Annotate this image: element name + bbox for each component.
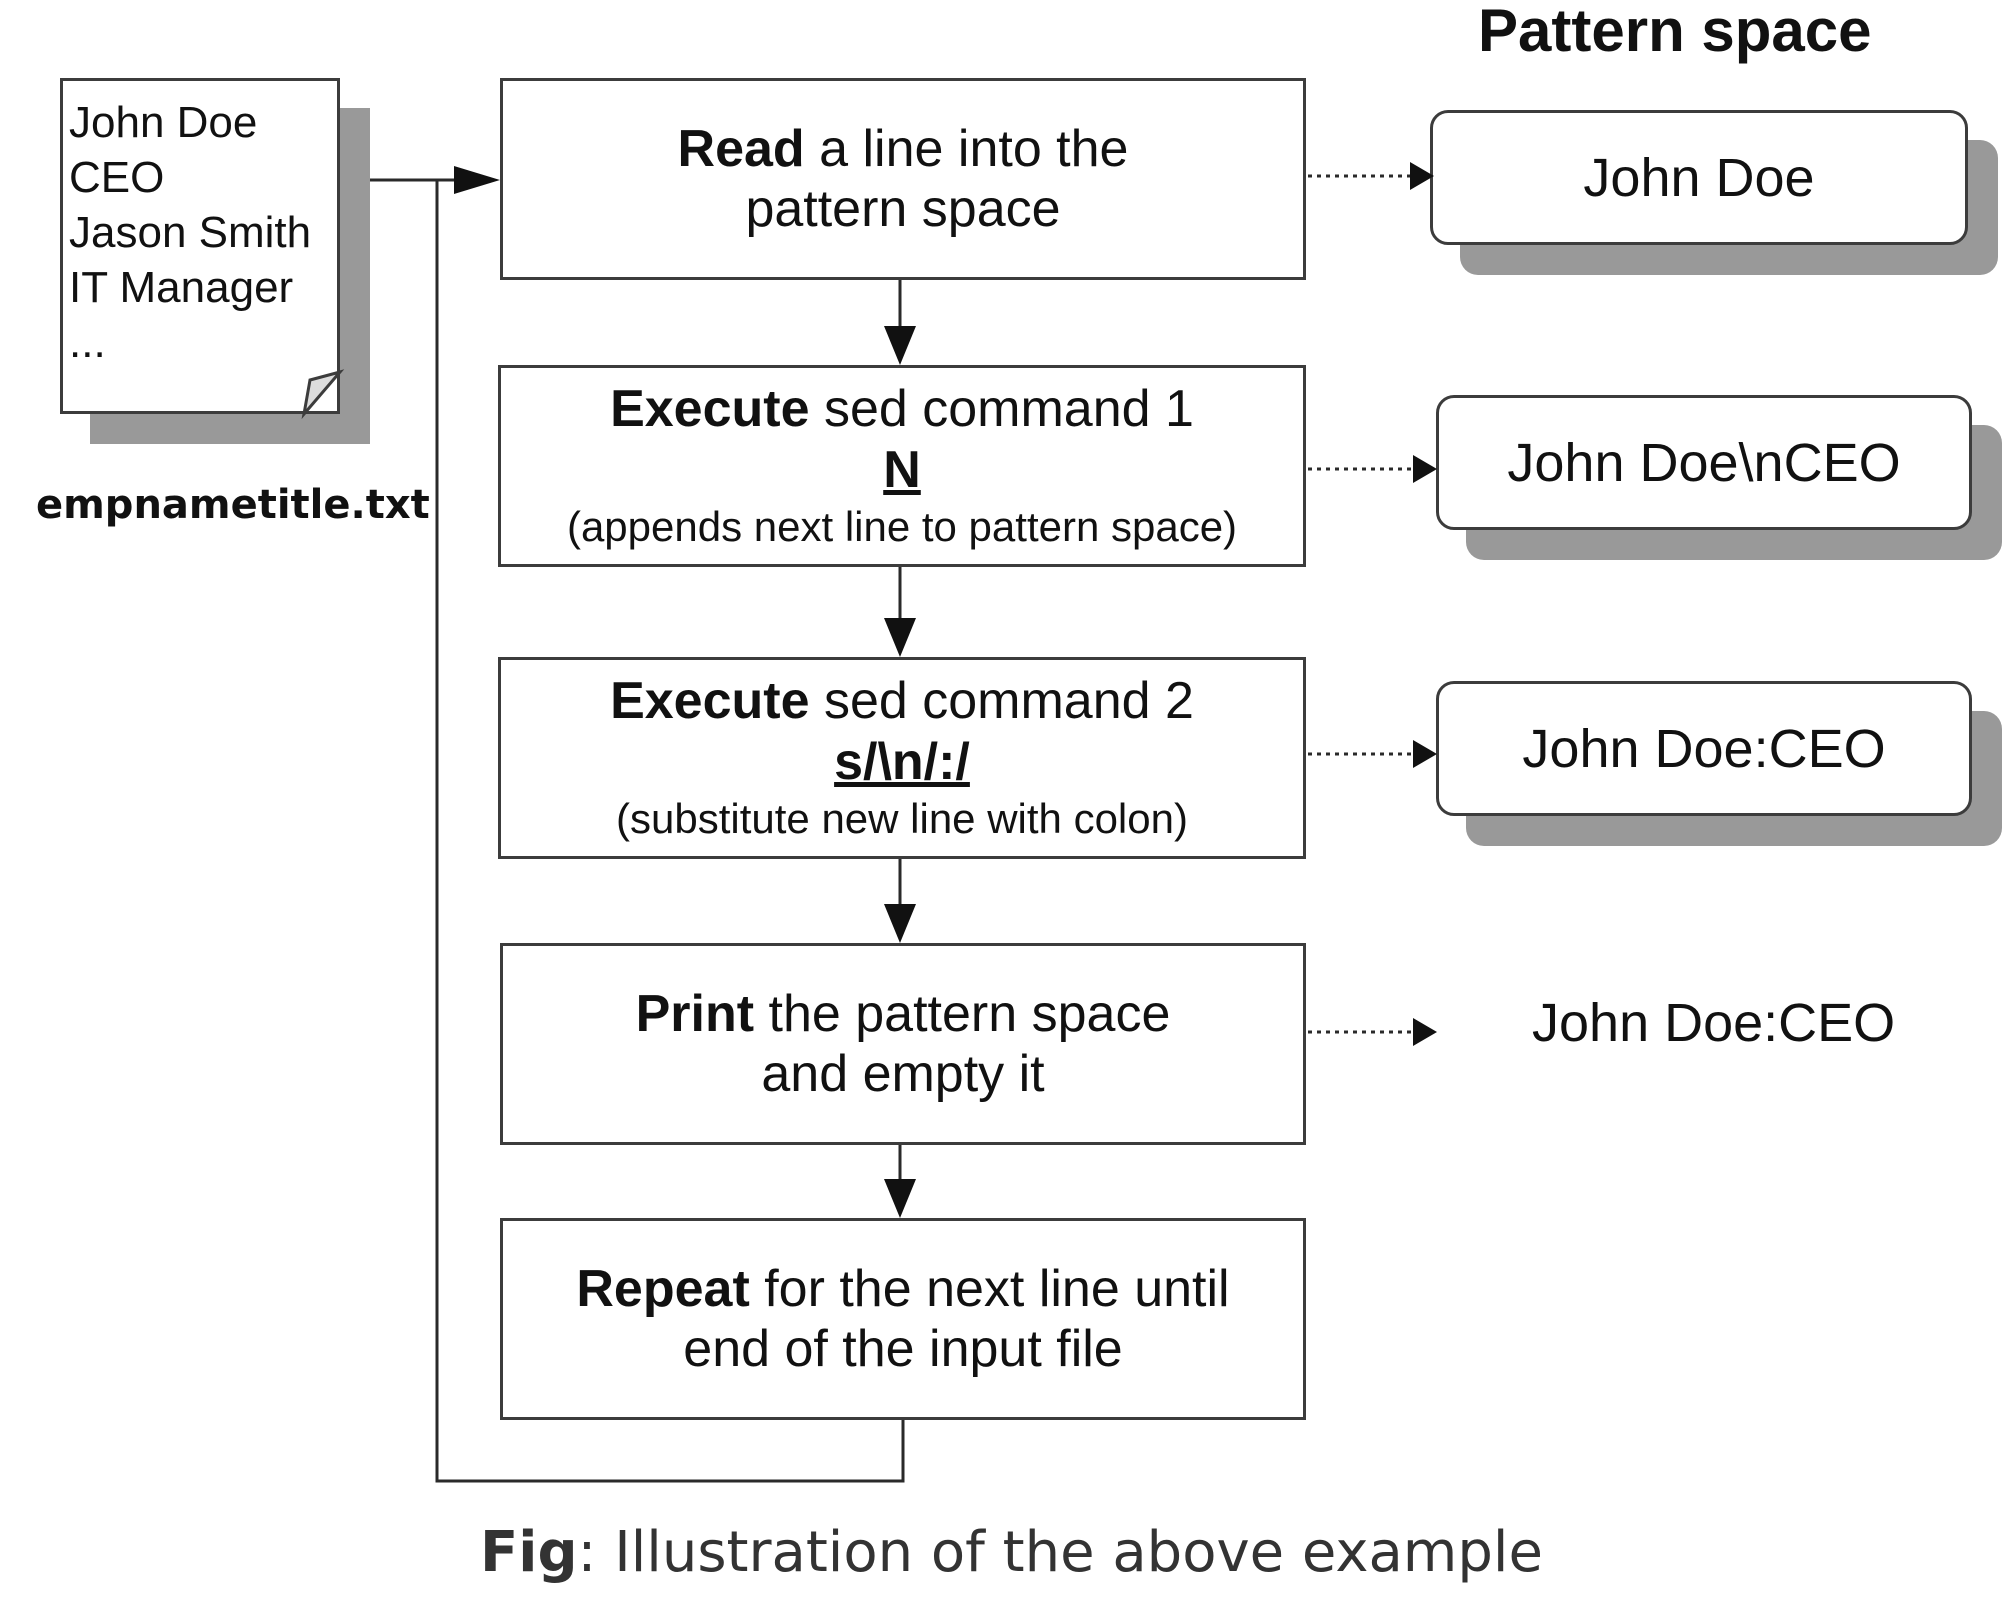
step-print-line1: Print the pattern space: [635, 985, 1171, 1043]
arrow-head-down-4: [884, 1179, 916, 1218]
step-execute-2-note: (substitute new line with colon): [616, 795, 1188, 842]
step-execute-1-line1: Execute sed command 1: [610, 380, 1194, 438]
arrow-head-input: [454, 166, 500, 194]
dotted-arrow-head-1: [1410, 162, 1434, 190]
document-line: John Doe: [69, 98, 258, 147]
input-document: John Doe CEO Jason Smith IT Manager ...: [60, 78, 340, 414]
step-execute-2: Execute sed command 2 s/\n/:/ (substitut…: [498, 657, 1306, 859]
document-line: CEO: [69, 153, 165, 202]
document-line: IT Manager: [69, 263, 294, 312]
sed-command-n: N: [883, 441, 921, 499]
sed-command-substitute: s/\n/:/: [834, 733, 970, 791]
step-execute-2-line1: Execute sed command 2: [610, 672, 1194, 730]
dotted-arrow-head-4: [1413, 1018, 1437, 1046]
step-repeat-line2: end of the input file: [683, 1320, 1123, 1378]
arrow-head-down-2: [884, 618, 916, 657]
loop-back-line: [435, 180, 905, 1483]
step-print-line2: and empty it: [761, 1045, 1045, 1103]
step-print: Print the pattern space and empty it: [500, 943, 1306, 1145]
step-execute-1: Execute sed command 1 N (appends next li…: [498, 365, 1306, 567]
document-line: ...: [69, 318, 106, 367]
pattern-space-title: Pattern space: [1478, 0, 1872, 64]
arrow-head-down-1: [884, 326, 916, 365]
document-fold: [301, 369, 345, 420]
dotted-arrow-head-2: [1413, 455, 1437, 483]
figure-caption: Fig: Illustration of the above example: [480, 1520, 1543, 1585]
arrow-head-down-3: [884, 904, 916, 943]
step-execute-1-note: (appends next line to pattern space): [566, 503, 1238, 550]
pattern-space-box-1: John Doe: [1430, 110, 1968, 245]
step-read-line2: pattern space: [745, 180, 1061, 238]
pattern-space-box-3: John Doe:CEO: [1436, 681, 1972, 816]
step-repeat-line1: Repeat for the next line until: [576, 1260, 1230, 1318]
pattern-space-box-2: John Doe\nCEO: [1436, 395, 1972, 530]
step-repeat: Repeat for the next line until end of th…: [500, 1218, 1306, 1420]
step-read: Read a line into the pattern space: [500, 78, 1306, 280]
pattern-space-output: John Doe:CEO: [1532, 993, 1896, 1053]
step-read-line1: Read a line into the: [677, 120, 1129, 178]
document-line: Jason Smith: [69, 208, 312, 257]
dotted-arrow-head-3: [1413, 740, 1437, 768]
input-filename: empnametitle.txt: [36, 482, 430, 528]
